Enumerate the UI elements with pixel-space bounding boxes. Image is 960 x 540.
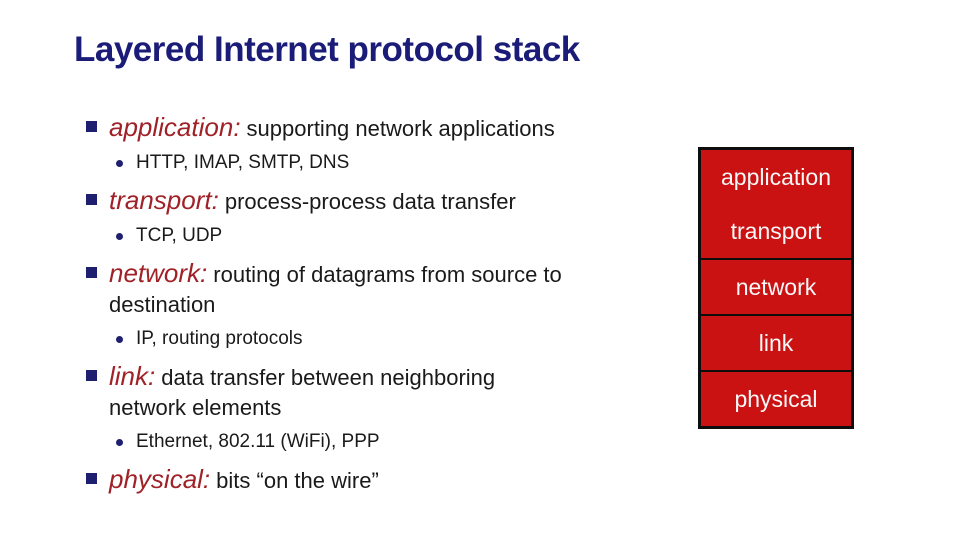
square-bullet-icon xyxy=(86,473,97,484)
bullet-text: physical:bits “on the wire” xyxy=(109,464,379,496)
layer-description: process-process data transfer xyxy=(224,189,516,214)
sub-bullet-text: TCP, UDP xyxy=(136,225,223,246)
sub-bullet-link: Ethernet, 802.11 (WiFi), PPP xyxy=(116,429,676,455)
stack-layer-link: link xyxy=(701,314,851,370)
bullet-item-link: link:data transfer between neighboring n… xyxy=(86,361,676,423)
dot-bullet-icon xyxy=(116,160,123,167)
layer-term: application: xyxy=(109,112,241,142)
bullet-text: link:data transfer between neighboring n… xyxy=(109,361,495,423)
bullet-item-network: network:routing of datagrams from source… xyxy=(86,258,676,320)
stack-layer-transport: transport xyxy=(730,218,822,244)
square-bullet-icon xyxy=(86,370,97,381)
stack-layer-physical: physical xyxy=(701,370,851,426)
sub-bullet-application: HTTP, IMAP, SMTP, DNS xyxy=(116,150,676,176)
sub-bullet-text: Ethernet, 802.11 (WiFi), PPP xyxy=(136,431,380,452)
layer-term: transport: xyxy=(109,185,219,215)
stack-layer-network: network xyxy=(701,258,851,314)
dot-bullet-icon xyxy=(116,439,123,446)
layer-term: link: xyxy=(109,361,156,391)
bullet-text: transport:process-process data transfer xyxy=(109,185,516,217)
layer-term: network: xyxy=(109,258,208,288)
dot-bullet-icon xyxy=(116,336,123,343)
square-bullet-icon xyxy=(86,121,97,132)
bullet-item-application: application:supporting network applicati… xyxy=(86,112,676,144)
sub-bullet-text: HTTP, IMAP, SMTP, DNS xyxy=(136,152,350,173)
layer-description: supporting network applications xyxy=(246,116,555,141)
bullet-item-transport: transport:process-process data transfer xyxy=(86,185,676,217)
bullet-item-physical: physical:bits “on the wire” xyxy=(86,464,676,496)
page-title: Layered Internet protocol stack xyxy=(74,30,580,69)
sub-bullet-text: IP, routing protocols xyxy=(136,328,303,349)
dot-bullet-icon xyxy=(116,233,123,240)
square-bullet-icon xyxy=(86,194,97,205)
stack-layer-application: application xyxy=(721,164,831,190)
layer-description: bits “on the wire” xyxy=(216,468,379,493)
bullet-list: application:supporting network applicati… xyxy=(86,112,676,502)
protocol-stack-table: application transport network link physi… xyxy=(698,147,854,429)
bullet-text: network:routing of datagrams from source… xyxy=(109,258,562,320)
square-bullet-icon xyxy=(86,267,97,278)
sub-bullet-transport: TCP, UDP xyxy=(116,223,676,249)
layer-term: physical: xyxy=(109,464,211,494)
layer-description: routing of datagrams from source to dest… xyxy=(109,262,562,317)
sub-bullet-network: IP, routing protocols xyxy=(116,326,676,352)
bullet-text: application:supporting network applicati… xyxy=(109,112,555,144)
layer-description: data transfer between neighboring networ… xyxy=(109,365,496,420)
